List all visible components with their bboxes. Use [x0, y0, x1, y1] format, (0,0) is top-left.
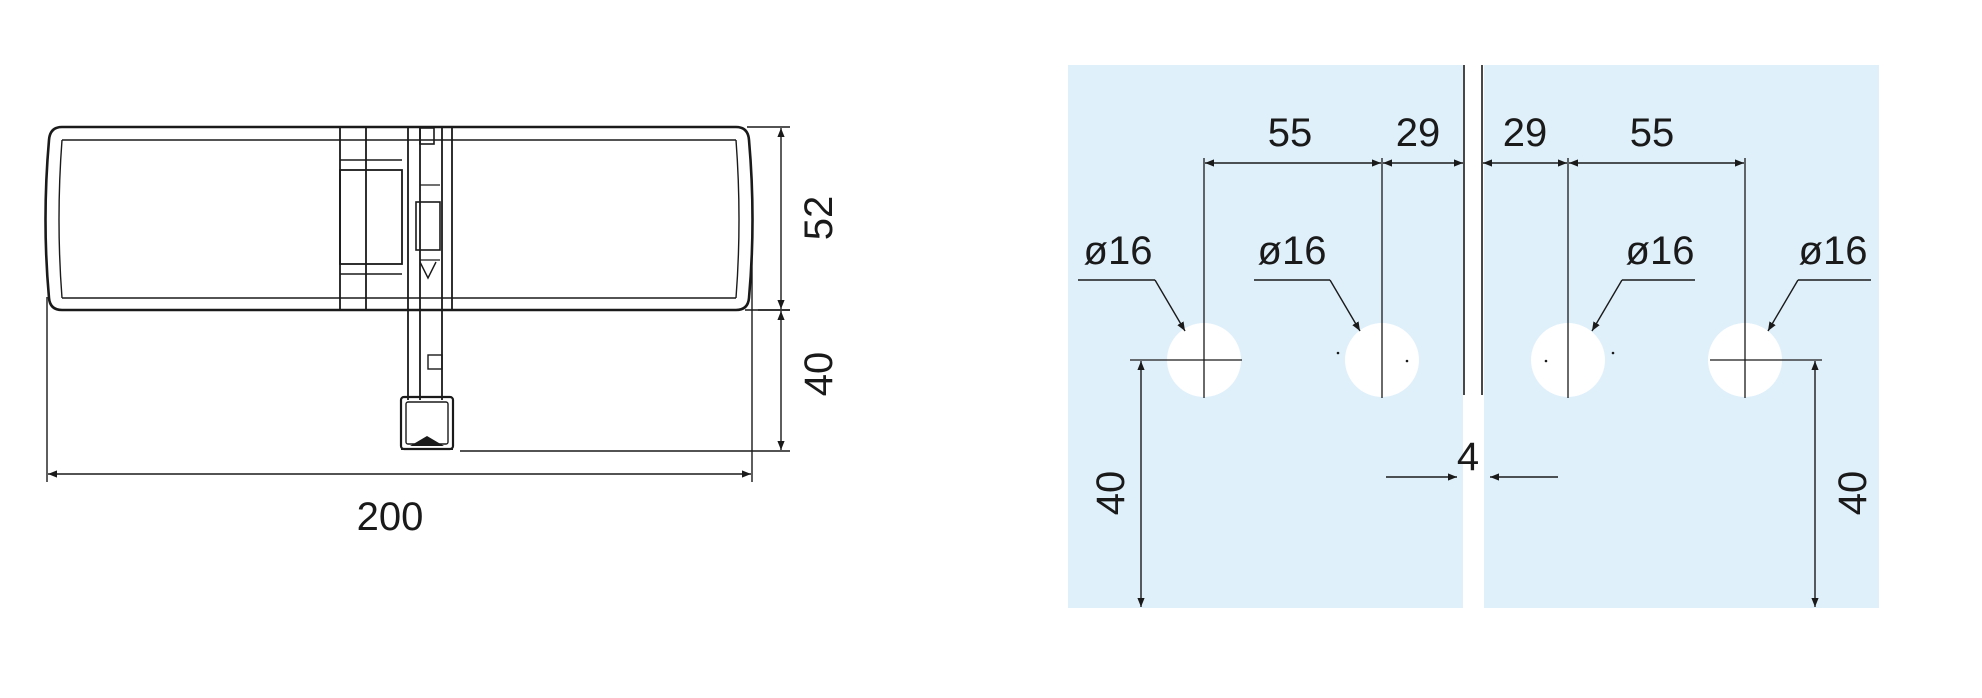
right-hole-spacing-label: 55: [1630, 111, 1675, 155]
dim-height-label: 52: [797, 196, 841, 241]
right-edge-label: 29: [1503, 111, 1548, 155]
hinge-pin: [407, 127, 443, 400]
right-hole-height-label: 40: [1831, 471, 1875, 516]
right-inner-diameter-label: ø16: [1626, 229, 1695, 273]
left-edge-label: 29: [1396, 111, 1441, 155]
hinge-side-view: 200 52 40: [44, 125, 841, 539]
glass-cutout-view: 55 29 29 55 ø16 ø16 ø16 ø16 40 40 4: [1068, 65, 1879, 608]
left-outer-diameter-label: ø16: [1084, 229, 1153, 273]
right-outer-diameter-label: ø16: [1799, 229, 1868, 273]
hinge-body-outline: [44, 125, 754, 312]
left-inner-diameter-label: ø16: [1258, 229, 1327, 273]
left-hole-spacing-label: 55: [1268, 111, 1313, 155]
hinge-bottom-cap: [399, 395, 455, 451]
dim-drop-label: 40: [797, 352, 841, 397]
left-hole-height-label: 40: [1089, 471, 1133, 516]
hinge-center-block: [339, 169, 403, 265]
dim-width-label: 200: [357, 495, 424, 539]
gap-label: 4: [1457, 435, 1479, 479]
